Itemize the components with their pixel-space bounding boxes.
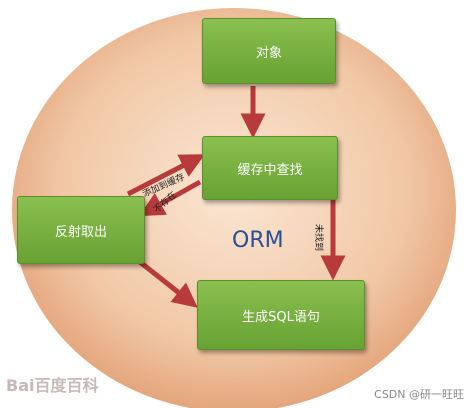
center-label: ORM (232, 228, 284, 253)
arrow-cache-to-reflect (139, 179, 202, 217)
edge-label-not-found: 未找到 (313, 224, 323, 252)
node-cache-lookup: 缓存中查找 (202, 136, 338, 200)
node-reflect-fetch: 反射取出 (17, 196, 145, 264)
node-object: 对象 (202, 18, 336, 84)
node-object-label: 对象 (255, 45, 282, 61)
arrow-reflect-to-cache (126, 154, 206, 197)
node-cache-lookup-label: 缓存中查找 (237, 162, 303, 178)
node-reflect-fetch-label: 反射取出 (54, 224, 107, 240)
node-generate-sql: 生成SQL语句 (197, 280, 365, 350)
footer-credit: CSDN @研一旺旺 (374, 388, 464, 401)
baidu-watermark: Bai百度百科 (6, 376, 99, 395)
arrow-reflect-to-sql (138, 260, 198, 308)
node-generate-sql-label: 生成SQL语句 (242, 309, 320, 325)
